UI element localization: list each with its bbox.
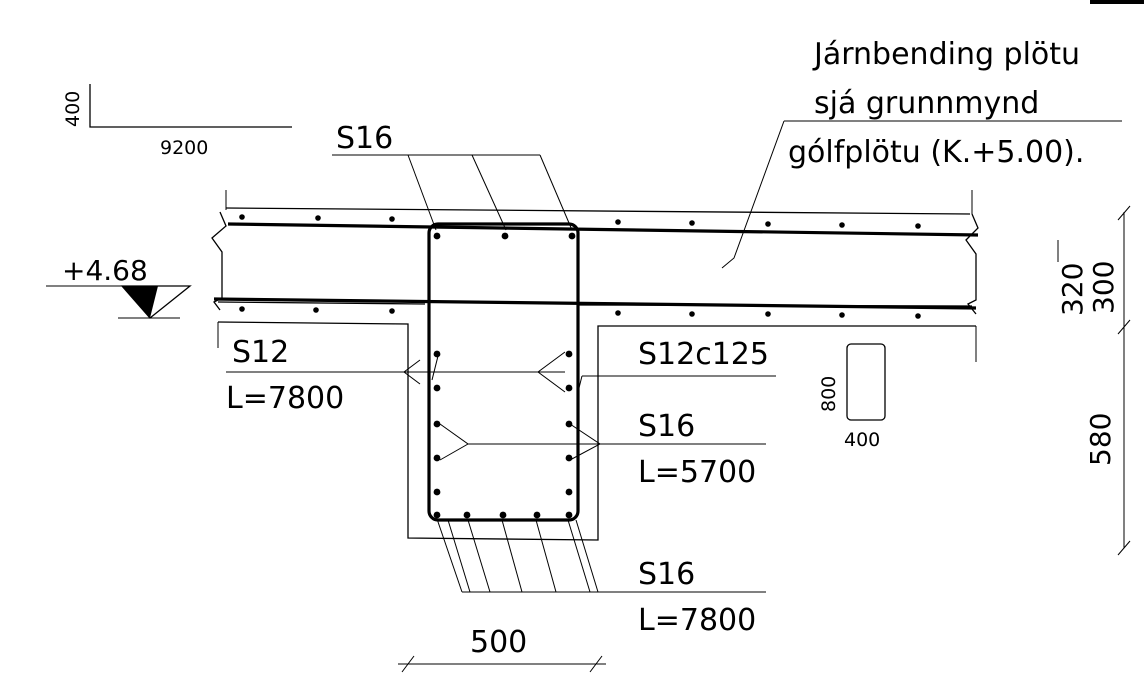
callout-left-s12: S12 L=7800 [226, 335, 566, 416]
callout-stirrup: S12c125 [431, 337, 776, 393]
side-bar-length: L=5700 [638, 455, 756, 490]
reinforcement-note: Járnbending plötu sjá grunnmynd gólfplöt… [788, 37, 1084, 170]
level-mark: +4.68 [46, 254, 192, 319]
concrete-outline [211, 190, 979, 541]
section-height-label: 800 [818, 376, 840, 412]
width-dim-label: 500 [470, 625, 527, 660]
scale-vertical-label: 400 [62, 91, 84, 127]
top-bar-label: S16 [336, 121, 393, 156]
level-mark-label: +4.68 [62, 254, 148, 287]
callout-bottom-s16: S16 L=7800 [435, 515, 766, 638]
bottom-bar-name: S16 [638, 557, 695, 592]
left-bar-name: S12 [232, 335, 289, 370]
dim-upper-b: 300 [1087, 261, 1120, 314]
note-line-3: gólfplötu (K.+5.00). [788, 135, 1084, 170]
callout-top-s16: S16 [332, 121, 573, 231]
note-line-1: Járnbending plötu [812, 37, 1080, 72]
callout-side-s16: S16 L=5700 [439, 409, 766, 490]
dimension-width: 500 [398, 625, 606, 673]
slab-bottom-bar [213, 297, 977, 310]
dim-upper-a: 320 [1056, 263, 1089, 316]
note-leader [721, 120, 785, 269]
scale-horizontal-label: 9200 [160, 137, 208, 159]
section-width-label: 400 [844, 429, 880, 451]
dimension-right: 320 300 580 [1056, 205, 1131, 556]
note-line-2: sjá grunnmynd [814, 86, 1039, 121]
side-bar-name: S16 [638, 409, 695, 444]
rebar-dots [239, 214, 921, 519]
bottom-bar-length: L=7800 [638, 603, 756, 638]
stirrup-bar-label: S12c125 [638, 337, 769, 372]
slab-top-bar [227, 222, 979, 237]
dim-lower: 580 [1084, 413, 1117, 466]
scale-mark: 400 9200 [62, 84, 292, 159]
left-bar-length: L=7800 [226, 381, 344, 416]
small-section-rect [846, 343, 886, 421]
small-section-detail: 800 400 [818, 343, 886, 451]
